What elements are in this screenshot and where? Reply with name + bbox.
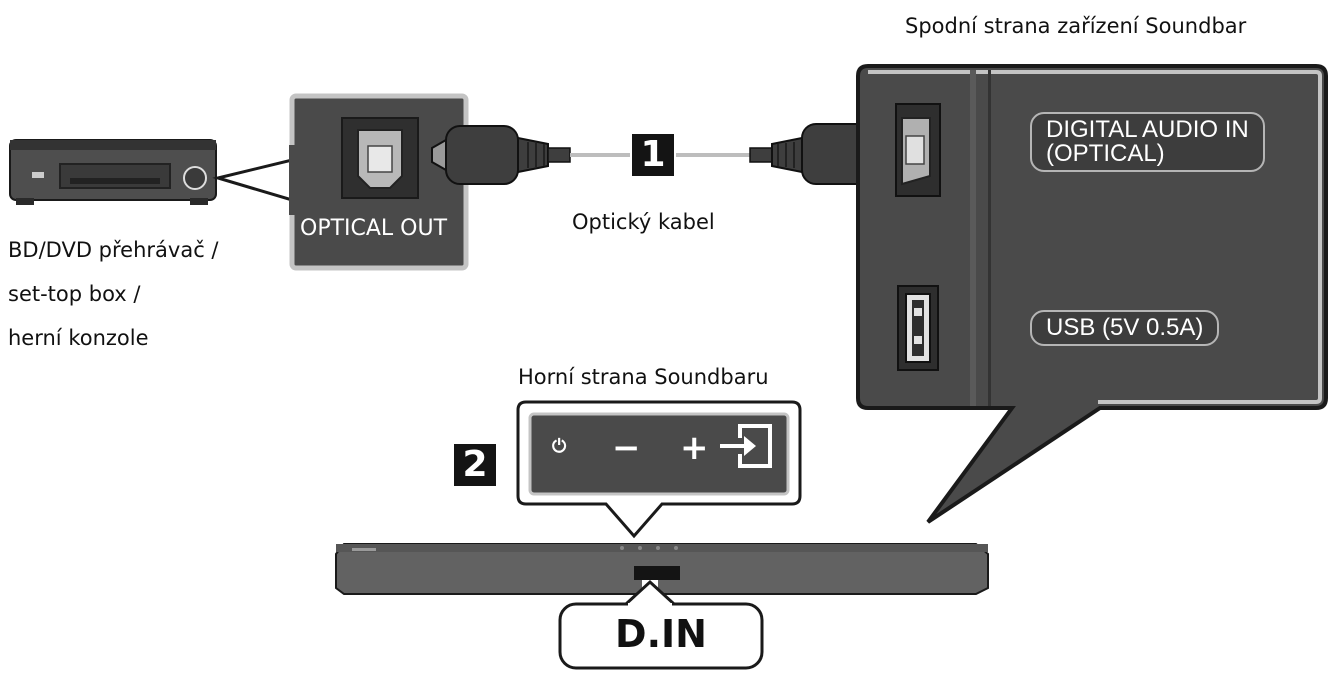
source-input-icon [720,424,772,468]
optical-port-icon [895,103,941,197]
soundbar-bottom-title: Spodní strana zařízení Soundbar [905,14,1247,38]
soundbar-bottom-panel [856,64,1328,524]
display-din-text: D.IN [615,612,707,656]
device-label-line: set-top box / [8,282,141,306]
soundbar-top-title: Horní strana Soundbaru [518,365,769,389]
soundbar-icon [335,543,989,595]
optical-out-label: OPTICAL OUT [300,216,448,241]
minus-icon: − [612,428,641,468]
step-1-badge: 1 [632,134,674,176]
digital-audio-in-label: DIGITAL AUDIO IN (OPTICAL) [1030,112,1265,172]
device-label: BD/DVD přehrávač / set-top box / herní k… [8,228,219,360]
soundbar-top-panel [516,400,802,539]
usb-port-icon [897,285,939,371]
usb-port-label: USB (5V 0.5A) [1030,310,1220,346]
device-label-line: BD/DVD přehrávač / [8,238,219,262]
plus-icon: + [680,428,709,468]
cable-label: Optický kabel [572,210,715,234]
step-2-badge: 2 [454,444,496,486]
optical-plug-icon [749,123,885,185]
power-icon: ⏻ [552,436,567,457]
optical-plug-icon [431,125,571,185]
digital-audio-in-line2: (OPTICAL) [1046,140,1165,167]
digital-audio-in-line1: DIGITAL AUDIO IN [1046,116,1249,143]
optical-port-icon [341,117,419,199]
device-label-line: herní konzole [8,326,149,350]
bd-player-icon [9,139,217,205]
